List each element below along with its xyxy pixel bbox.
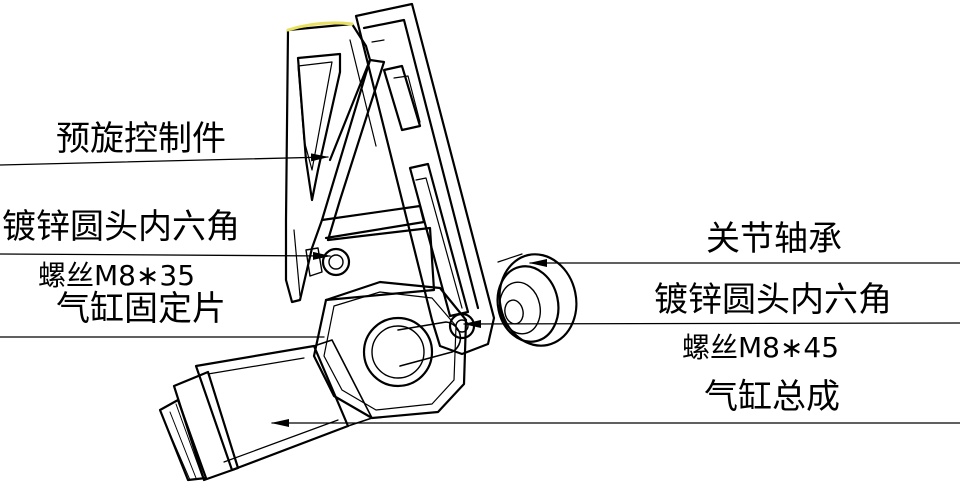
- joint-bearing-part: [496, 253, 578, 347]
- label-screw-left-line2: 螺丝M8∗35: [38, 259, 196, 292]
- label-screw-right-line1: 镀锌圆头内六角: [654, 280, 892, 320]
- leader-prespin: [0, 153, 329, 166]
- screw-m8x45: [448, 312, 476, 340]
- cylinder-bracket-part: [312, 280, 468, 420]
- label-prespin-control: 预旋控制件: [56, 119, 226, 159]
- label-cylinder-bracket: 气缸固定片: [56, 289, 226, 329]
- label-screw-right-line2: 螺丝M8∗45: [682, 331, 840, 364]
- slotted-link: [349, 2, 496, 356]
- label-screw-left-line1: 镀锌圆头内六角: [2, 207, 240, 247]
- leader-screw-left: [0, 251, 331, 260]
- prespin-control-part: [284, 21, 372, 304]
- label-joint-bearing: 关节轴承: [706, 219, 842, 259]
- leader-screw-right: [463, 319, 960, 328]
- cylinder-assembly-part: [158, 339, 373, 482]
- brace: [320, 58, 436, 302]
- label-cylinder-assembly: 气缸总成: [704, 377, 840, 417]
- screw-m8x35: [305, 247, 351, 277]
- leader-lines: [0, 153, 960, 427]
